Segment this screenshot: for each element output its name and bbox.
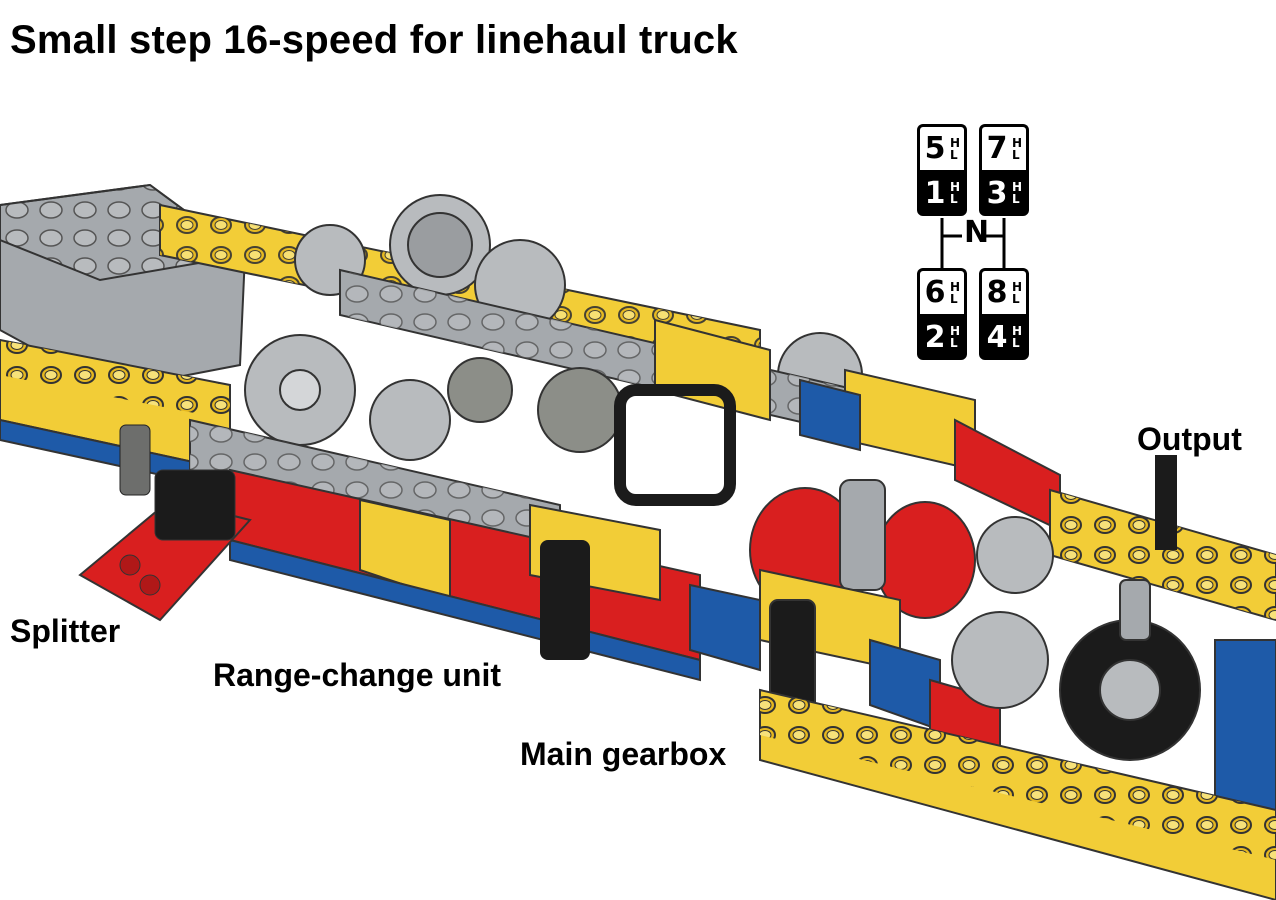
main-gearbox-label: Main gearbox [520, 736, 727, 772]
gear-8: 8 [986, 275, 1008, 310]
gear-7: 7 [986, 131, 1008, 166]
main-gearbox-gears [749, 479, 976, 731]
splitter-label: Splitter [10, 613, 121, 649]
gear-2: 2 [924, 319, 946, 355]
gear-1: 1 [924, 175, 946, 211]
front-yellow-beam [759, 688, 1276, 900]
shift-gate-lines [940, 218, 1006, 270]
gear-4: 4 [986, 319, 1008, 355]
gear-3: 3 [986, 175, 1008, 211]
page-title: Small step 16-speed for linehaul truck [10, 18, 738, 62]
gears-right [951, 516, 1201, 761]
gears-middle [244, 334, 623, 461]
neutral-label: N [964, 215, 990, 250]
range-change-bricks [529, 318, 771, 660]
gear-6: 6 [924, 275, 946, 310]
range-change-label: Range-change unit [213, 657, 502, 693]
splitter-plate [78, 424, 252, 622]
front-yellow-beam-left [0, 338, 231, 492]
gear-5: 5 [924, 131, 946, 166]
output-label: Output [1137, 421, 1242, 457]
